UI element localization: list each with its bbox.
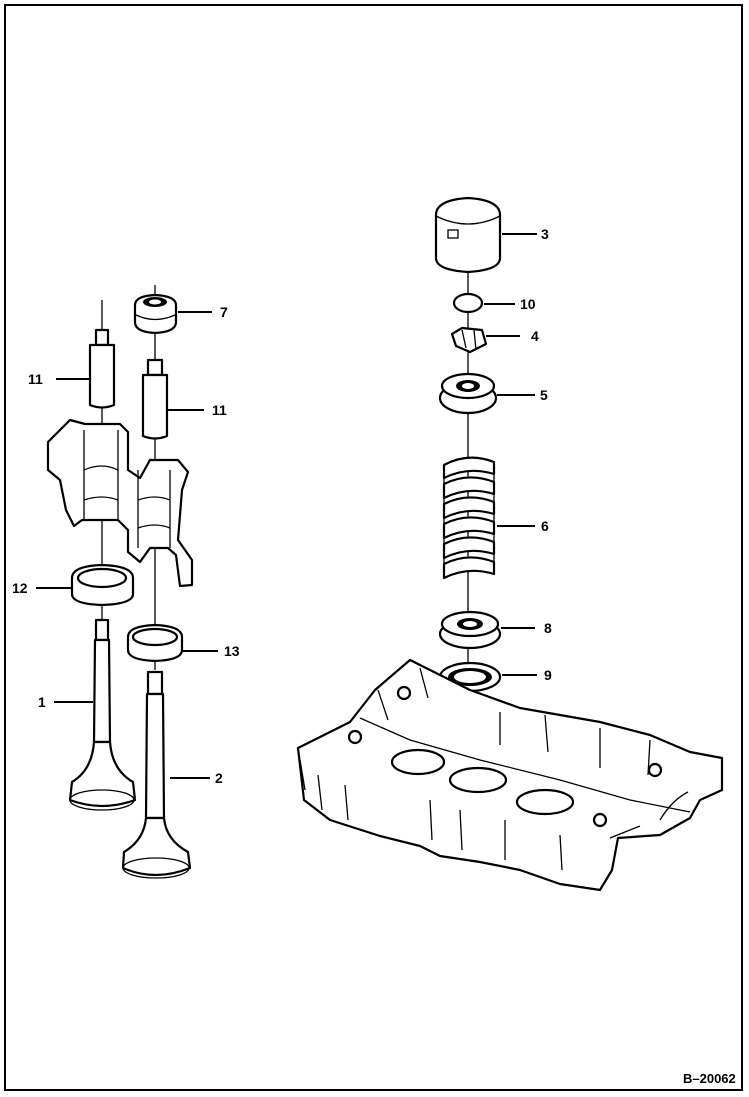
part-8-spring-seat (438, 610, 502, 650)
part-2-exhaust-valve (121, 670, 192, 879)
callout-10: 10 (520, 296, 536, 312)
callout-13: 13 (224, 643, 240, 659)
callout-7: 7 (220, 304, 228, 320)
part-13-valve-seat (126, 623, 184, 663)
part-11-valve-guide-right (141, 358, 169, 440)
callout-9: 9 (544, 667, 552, 683)
callout-5: 5 (540, 387, 548, 403)
part-4-collets (450, 326, 488, 354)
callout-8: 8 (544, 620, 552, 636)
callout-2: 2 (215, 770, 223, 786)
part-12-valve-seat (70, 563, 135, 607)
figure-number: B–20062 (683, 1071, 736, 1086)
callout-12: 12 (12, 580, 28, 596)
callout-11-left: 11 (28, 371, 43, 387)
diagram-frame (4, 4, 743, 1091)
part-3-tappet (434, 196, 502, 274)
callout-4: 4 (531, 328, 539, 344)
part-11-valve-guide-left (88, 328, 116, 409)
part-5-spring-retainer (438, 372, 498, 415)
part-10-shim (452, 292, 484, 314)
part-6-valve-spring (442, 456, 496, 580)
callout-3: 3 (541, 226, 549, 242)
callout-11-right: 11 (212, 402, 227, 418)
callout-6: 6 (541, 518, 549, 534)
part-1-intake-valve (68, 618, 137, 811)
cylinder-head-casting (296, 658, 724, 892)
callout-1: 1 (38, 694, 46, 710)
head-cross-section (46, 418, 194, 588)
part-7-stem-seal (133, 293, 178, 335)
